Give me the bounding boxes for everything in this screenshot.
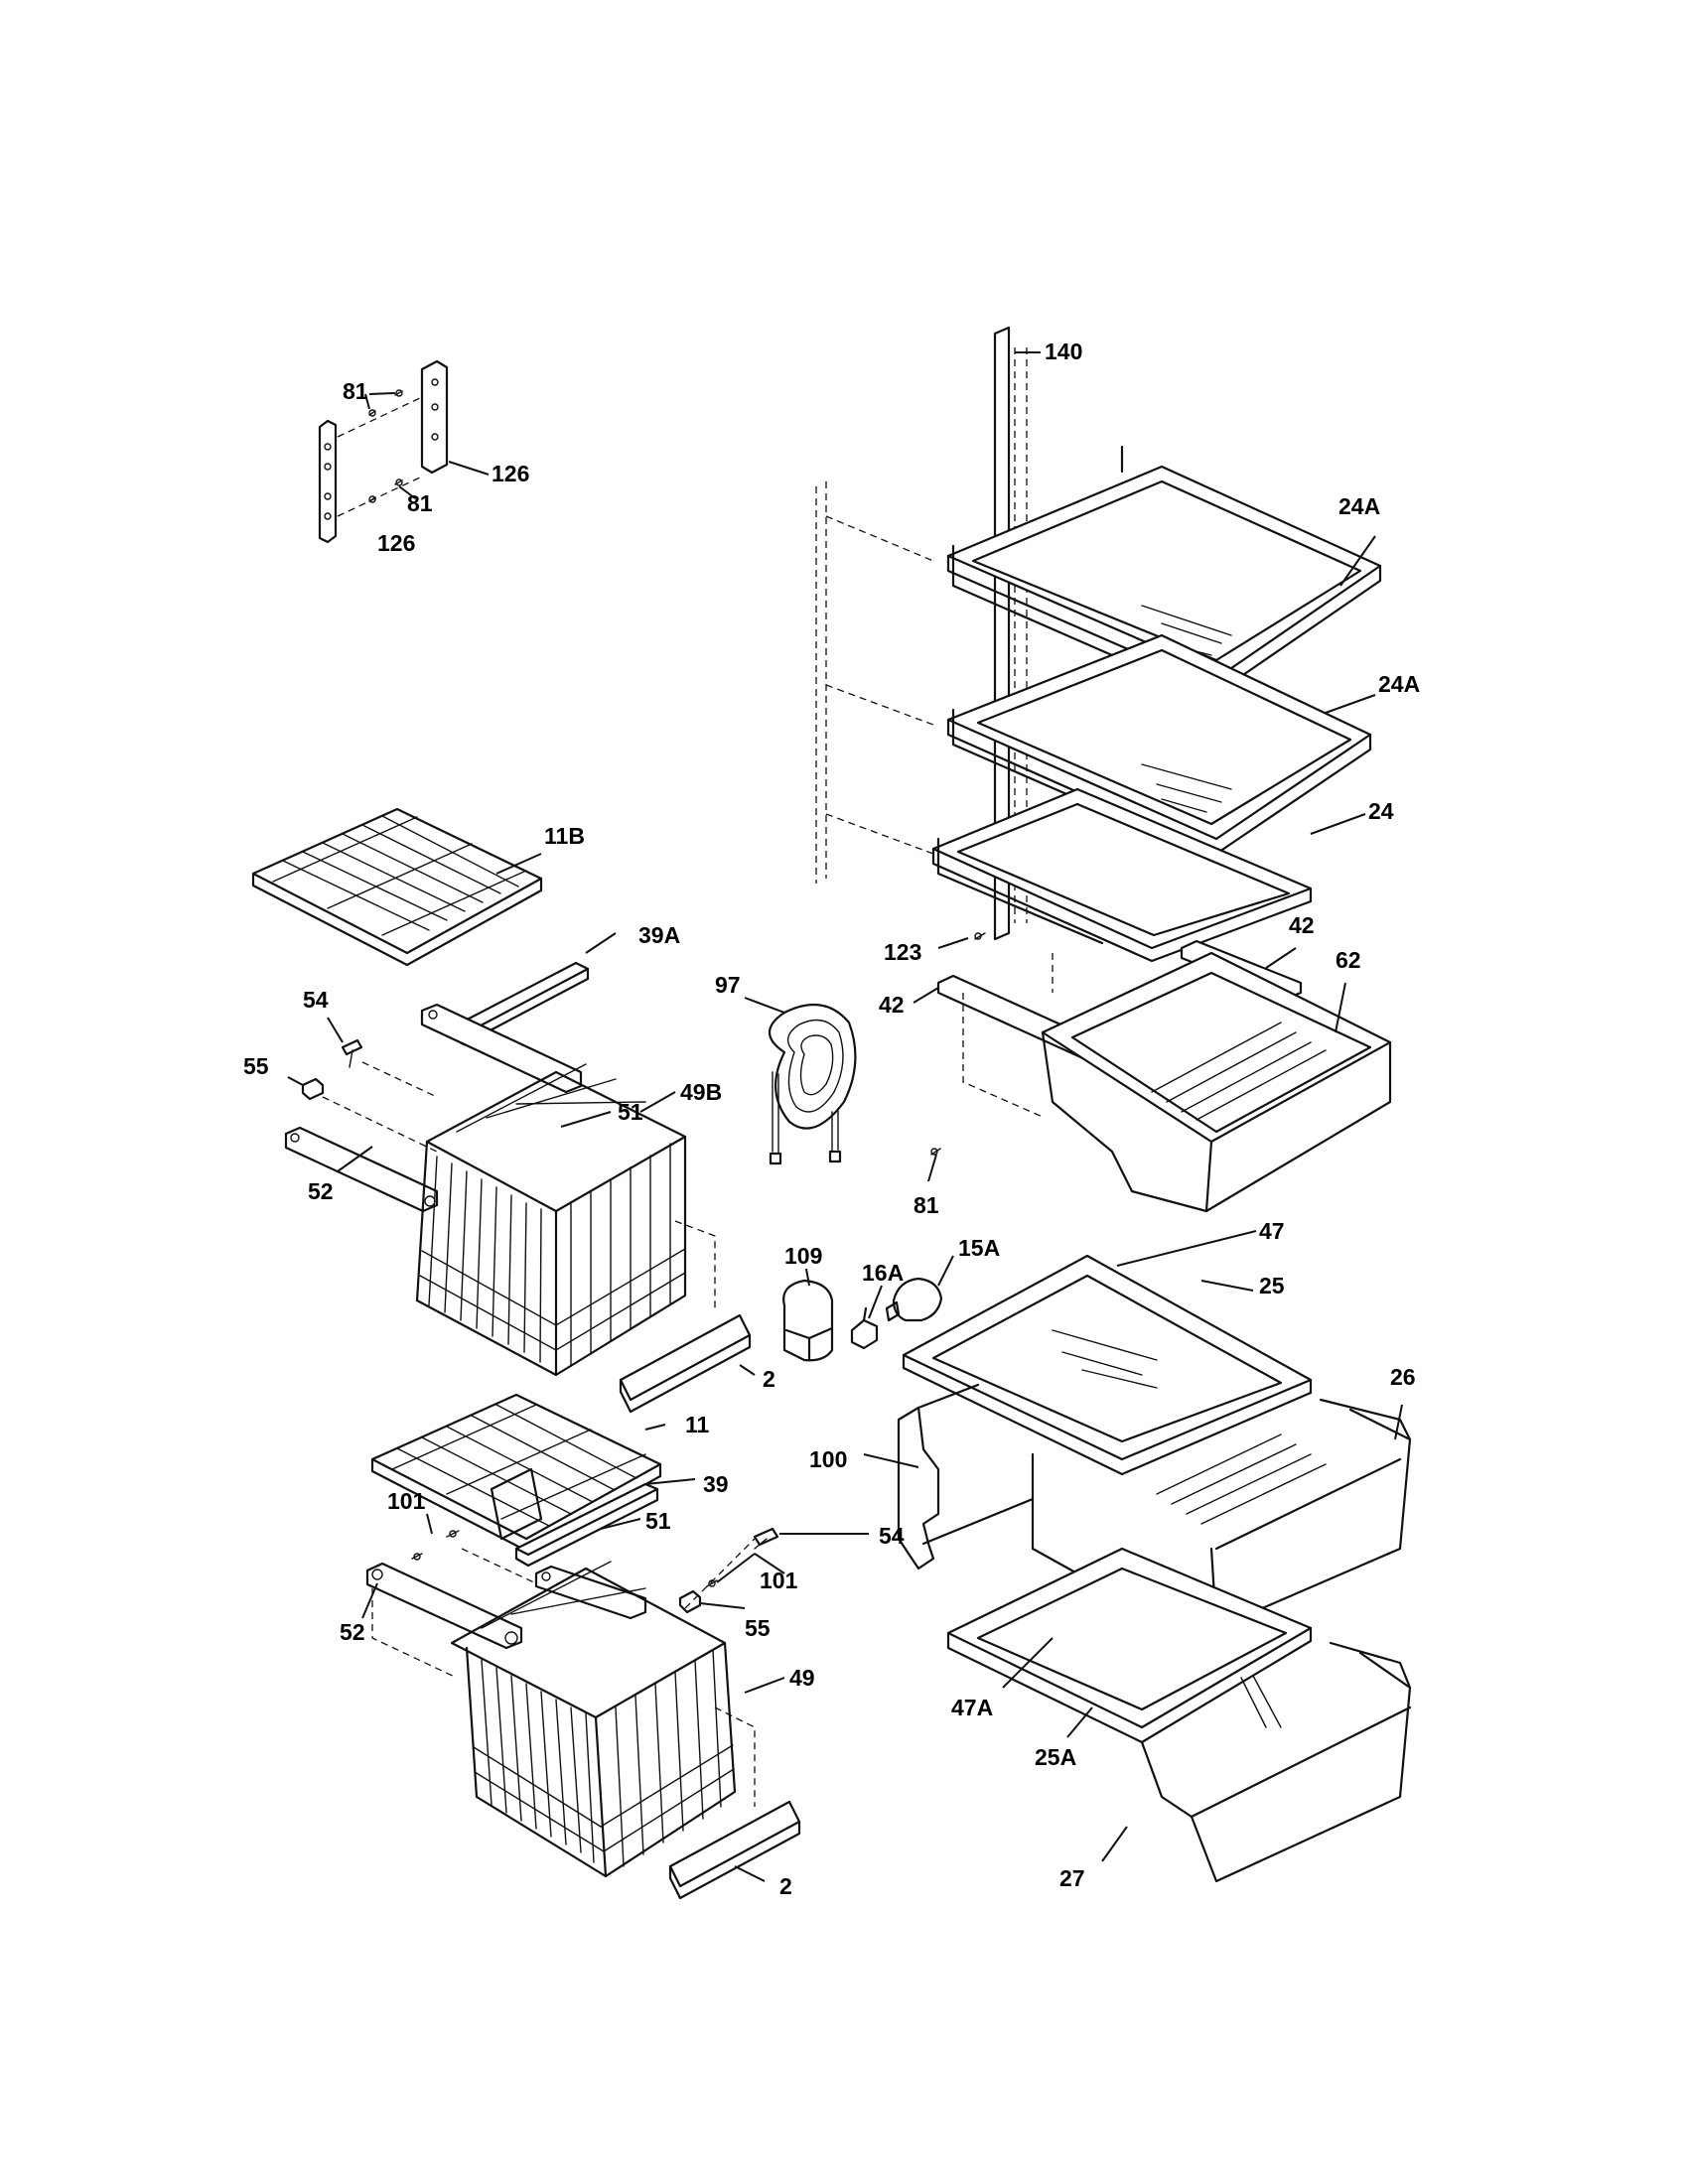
trim-2-upper	[619, 1313, 752, 1414]
label-24: 24	[1368, 798, 1394, 824]
bracket-126-right	[420, 359, 449, 475]
label-100: 100	[809, 1446, 847, 1472]
label-25A: 25A	[1035, 1744, 1076, 1770]
screw-54-lower	[753, 1527, 779, 1550]
label-126-left: 126	[377, 530, 415, 556]
label-26: 26	[1390, 1364, 1416, 1390]
part-labels: 140 81 126 81 126 24A 24A 24 11B 39A 123…	[243, 339, 1420, 1899]
label-54-lower: 54	[879, 1523, 905, 1549]
screws-101-right	[706, 1579, 718, 1587]
label-55-upper: 55	[243, 1053, 269, 1079]
screw-54-upper	[341, 1038, 363, 1068]
label-55-lower: 55	[745, 1615, 771, 1641]
crisper-drawer-62	[1041, 951, 1392, 1213]
wire-basket-49B	[415, 1063, 687, 1377]
label-25: 25	[1259, 1273, 1285, 1298]
label-109: 109	[784, 1243, 822, 1269]
label-27: 27	[1059, 1865, 1085, 1891]
stop-55-lower	[678, 1589, 702, 1614]
track-52-lower	[365, 1562, 523, 1650]
label-11B: 11B	[544, 823, 585, 849]
label-39A: 39A	[638, 922, 680, 948]
label-49: 49	[789, 1665, 815, 1691]
label-15A: 15A	[958, 1235, 1000, 1261]
crisper-drawer-27	[1140, 1641, 1412, 1883]
glass-insert-47	[902, 1254, 1313, 1476]
screw-123	[974, 932, 986, 940]
light-shield-109	[782, 1279, 834, 1362]
screw-81-center	[930, 1148, 941, 1156]
label-2-lower: 2	[779, 1873, 792, 1899]
dash-guides-right	[962, 953, 1054, 1118]
leader-lines	[287, 351, 1403, 1882]
bracket-126-left	[318, 419, 338, 544]
label-126-right: 126	[492, 461, 529, 486]
label-42-right: 42	[1289, 912, 1315, 938]
rear-rail-ladder	[815, 481, 934, 884]
label-39: 39	[703, 1471, 729, 1497]
label-51-lower: 51	[645, 1508, 671, 1534]
label-24A-top: 24A	[1338, 493, 1380, 519]
label-81-top: 81	[343, 378, 368, 404]
screws-81-brackets	[337, 389, 423, 517]
track-51-upper	[420, 1003, 583, 1094]
label-62: 62	[1336, 947, 1361, 973]
track-51-lower	[534, 1565, 647, 1620]
trim-2-lower	[668, 1800, 801, 1900]
label-16A: 16A	[862, 1260, 904, 1286]
wire-shelf-11	[370, 1393, 662, 1553]
label-101-left: 101	[387, 1488, 426, 1514]
track-52-upper	[284, 1126, 439, 1213]
glass-shelf-24A-top	[946, 445, 1382, 692]
dash-guides-lower-basket	[371, 1538, 756, 1807]
wire-shelf-11B	[251, 807, 543, 967]
label-97: 97	[715, 972, 741, 998]
light-bulb-15A	[885, 1277, 943, 1322]
label-2-upper: 2	[763, 1366, 775, 1392]
panel-100	[897, 1383, 1035, 1570]
label-54-upper: 54	[303, 987, 329, 1013]
stop-55-upper	[301, 1077, 325, 1101]
label-11: 11	[685, 1412, 710, 1437]
label-81-bracket: 81	[407, 490, 433, 516]
wire-basket-49	[450, 1561, 737, 1878]
label-52-upper: 52	[308, 1178, 334, 1204]
label-24A-middle: 24A	[1378, 671, 1420, 697]
label-81-center: 81	[914, 1192, 939, 1218]
heater-coil-97	[768, 1003, 857, 1165]
shelf-24-bottom	[931, 787, 1313, 963]
screws-101-left	[411, 1530, 460, 1561]
label-47A: 47A	[951, 1695, 993, 1720]
label-52-lower: 52	[340, 1619, 365, 1645]
label-140: 140	[1045, 339, 1082, 364]
socket-16A	[850, 1306, 879, 1350]
dash-guides-upper-basket	[322, 1061, 716, 1310]
label-51-upper: 51	[618, 1099, 643, 1125]
label-123: 123	[884, 939, 921, 965]
label-42-left: 42	[879, 992, 905, 1018]
label-47: 47	[1259, 1218, 1285, 1244]
label-101-right: 101	[760, 1568, 798, 1593]
crisper-cover-25A	[946, 1547, 1313, 1744]
trim-39	[514, 1482, 659, 1568]
label-49B: 49B	[680, 1079, 722, 1105]
